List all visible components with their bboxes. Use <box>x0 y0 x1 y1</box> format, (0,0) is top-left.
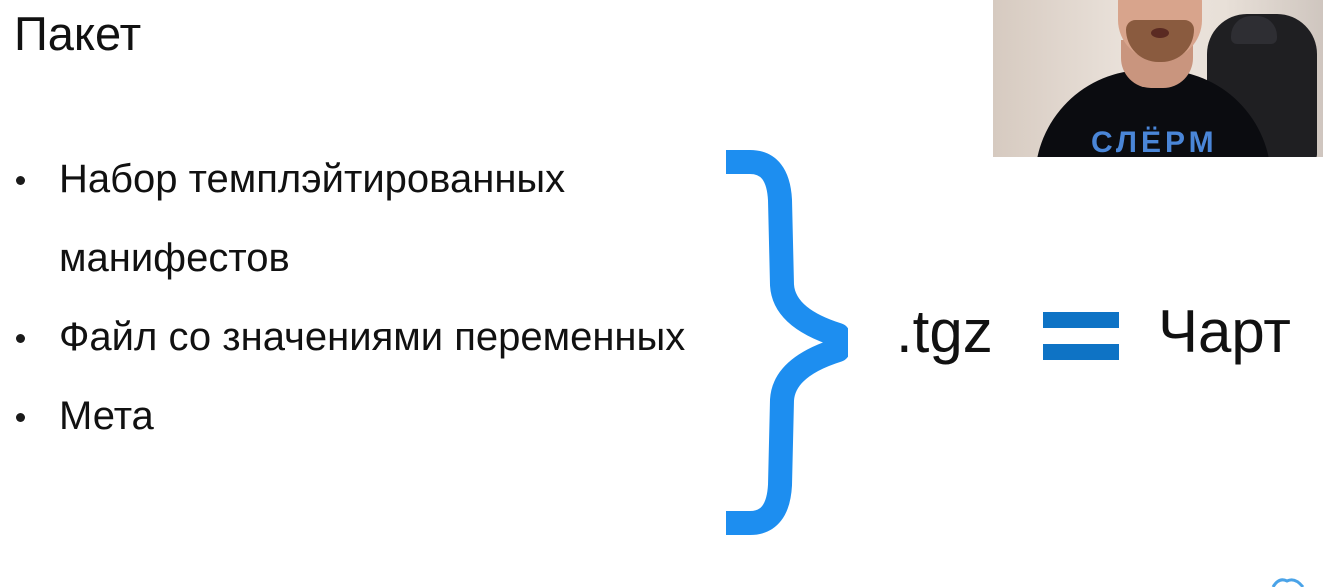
bullet-text: Набор темплэйтированных манифестов <box>59 157 566 280</box>
bullet-dot-icon <box>16 413 25 422</box>
equals-icon <box>1043 312 1119 360</box>
bullet-item: Набор темплэйтированных манифестов <box>16 140 696 298</box>
slide-title: Пакет <box>14 7 142 60</box>
curly-brace-icon <box>726 150 848 535</box>
shirt-logo-text: СЛЁРМ <box>1091 126 1218 157</box>
bullet-list: Набор темплэйтированных манифестов Файл … <box>16 140 696 456</box>
bullet-text: Файл со значениями переменных <box>59 315 686 359</box>
bullet-dot-icon <box>16 334 25 343</box>
bullet-text: Мета <box>59 394 154 438</box>
tgz-label: .tgz <box>896 298 993 365</box>
bullet-dot-icon <box>16 176 25 185</box>
bullet-item: Файл со значениями переменных <box>16 298 696 377</box>
chart-label: Чарт <box>1158 298 1291 365</box>
bullet-item: Мета <box>16 377 696 456</box>
webcam-overlay: СЛЁРМ <box>993 0 1323 157</box>
brand-logo-icon <box>1271 578 1305 587</box>
microphone-icon <box>1231 16 1277 44</box>
